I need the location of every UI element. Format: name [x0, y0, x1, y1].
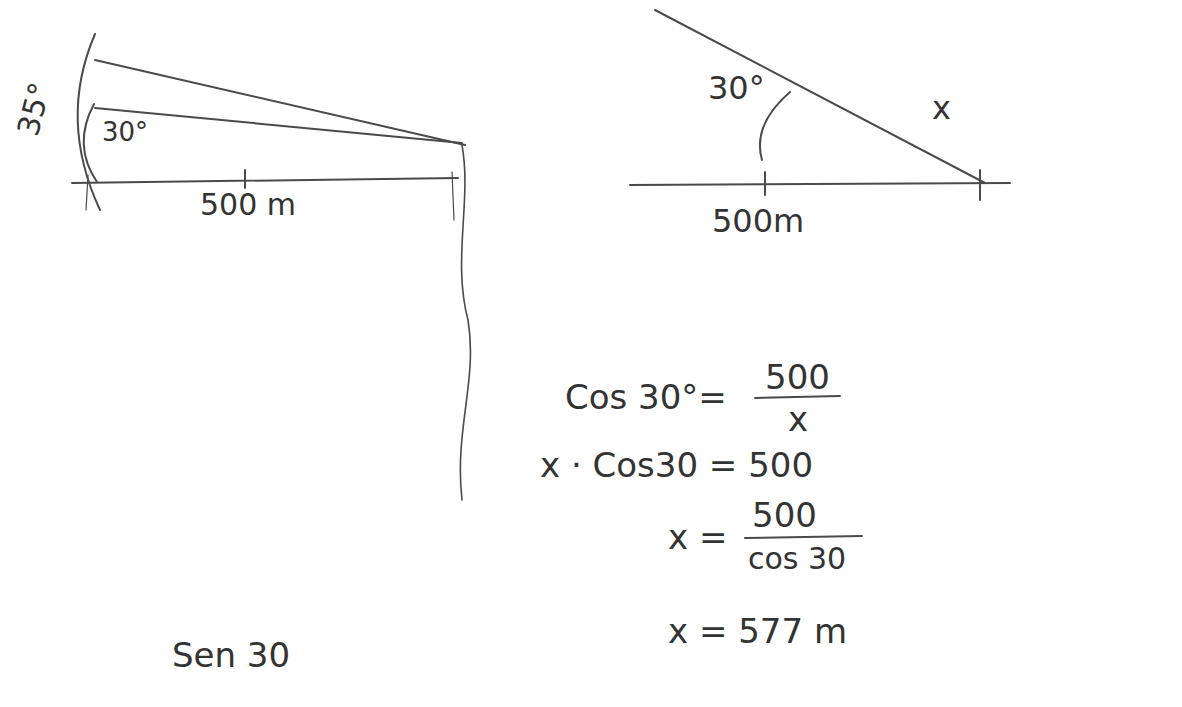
- tick-mark: [452, 172, 454, 220]
- base-line: [72, 178, 458, 183]
- equation-text: Cos 30°=: [565, 378, 727, 417]
- sight-line: [95, 108, 462, 143]
- fraction-denominator: x: [788, 400, 808, 439]
- base-line: [630, 183, 1010, 185]
- equation-text: x =: [668, 518, 727, 557]
- angle-label: 35°: [11, 79, 58, 139]
- side-label: x: [932, 90, 951, 127]
- angle-label: 30°: [708, 70, 765, 107]
- dimension-label: 500 m: [200, 188, 296, 223]
- fraction-denominator: cos 30: [748, 542, 846, 577]
- angle-label: 30°: [102, 118, 148, 148]
- note-text: Sen 30: [172, 636, 290, 675]
- sight-line: [95, 60, 465, 145]
- angle-arc: [84, 104, 97, 182]
- hypotenuse-line: [655, 10, 985, 183]
- tick-mark: [764, 172, 766, 195]
- tick-mark: [244, 170, 246, 188]
- fraction-numerator: 500: [765, 358, 830, 397]
- equation-text: x · Cos30 = 500: [540, 446, 813, 485]
- result-text: x = 577 m: [668, 612, 847, 651]
- cliff-line: [460, 145, 470, 500]
- dimension-label: 500m: [712, 203, 804, 240]
- fraction-bar: [745, 536, 862, 538]
- tick-mark: [86, 175, 88, 210]
- fraction-numerator: 500: [752, 496, 817, 535]
- tick-mark: [979, 170, 981, 200]
